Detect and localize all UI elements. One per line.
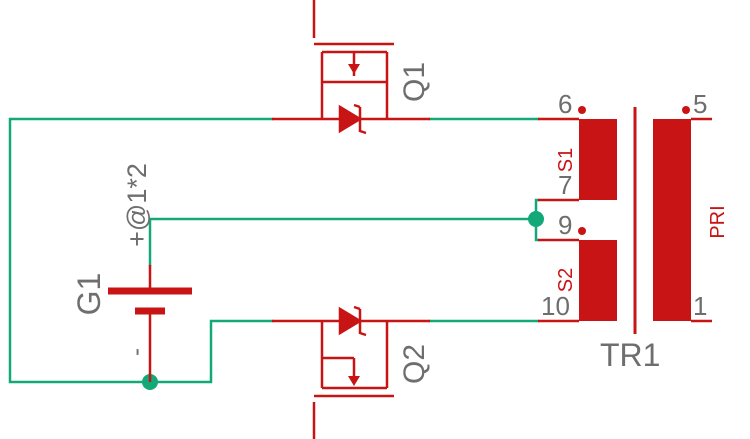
tr1-pin-5: 5 — [693, 89, 707, 119]
q2-label: Q2 — [398, 344, 431, 384]
q1-mosfet-symbol[interactable] — [272, 0, 430, 135]
tr1-polarity-dot-pri — [682, 106, 690, 114]
g1-label: G1 — [71, 273, 107, 316]
tr1-pin-9: 9 — [558, 210, 572, 240]
tr1-pin-10: 10 — [541, 291, 570, 321]
tr1-pin-6: 6 — [558, 89, 572, 119]
nets — [8, 117, 540, 384]
junction-dot-center-tap[interactable] — [528, 211, 544, 227]
tr1-polarity-dot-s2 — [578, 227, 586, 235]
net-q1-left-rail[interactable] — [8, 117, 274, 384]
tr1-winding-s1[interactable] — [579, 119, 617, 200]
tr1-pri-label: PRI — [707, 205, 729, 238]
tr1-pin-7: 7 — [558, 170, 572, 200]
g1-battery-symbol[interactable] — [108, 265, 192, 382]
net-battery-plus-to-center-tap[interactable] — [148, 217, 538, 267]
g1-minus-label: - — [123, 348, 150, 356]
tr1-transformer-symbol[interactable] — [538, 106, 712, 334]
tr1-s1-label: S1 — [555, 148, 577, 172]
tr1-winding-pri[interactable] — [653, 119, 691, 321]
tr1-label: TR1 — [600, 337, 660, 373]
tr1-s2-label: S2 — [555, 268, 577, 292]
q2-mosfet-symbol[interactable] — [272, 305, 430, 439]
q1-label: Q1 — [398, 62, 431, 102]
tr1-pin-1: 1 — [693, 291, 707, 321]
net-battery-minus-to-q2[interactable] — [148, 319, 274, 384]
g1-value-label: +@1*2 — [122, 163, 152, 247]
tr1-polarity-dot-s1 — [578, 106, 586, 114]
tr1-winding-s2[interactable] — [579, 240, 617, 321]
